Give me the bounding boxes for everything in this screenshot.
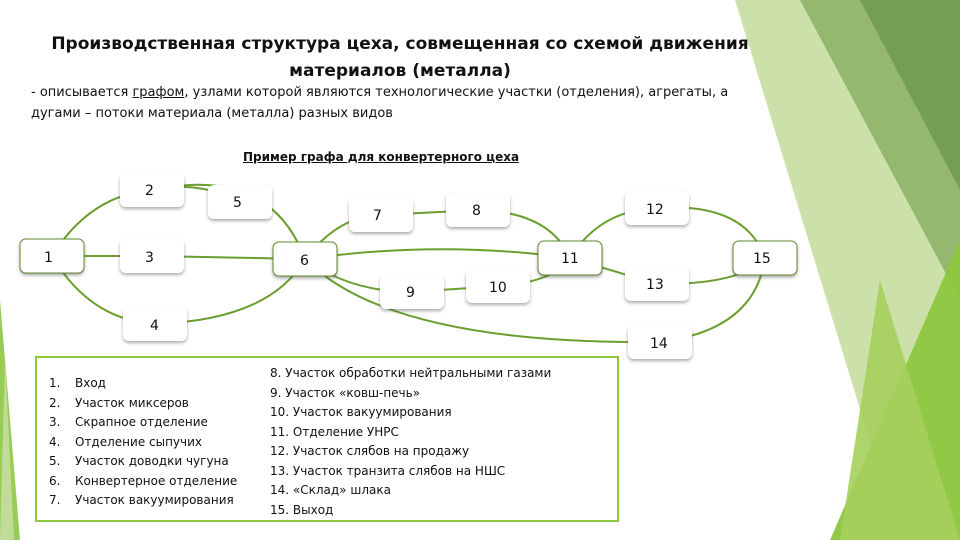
legend-list-right: 8. Участок обработки нейтральными газами… <box>270 364 551 520</box>
legend-item: 9. Участок «ковш-печь» <box>270 385 421 400</box>
node-6: 6 <box>272 241 338 277</box>
node-label-12: 12 <box>646 202 664 218</box>
node-11: 11 <box>537 240 603 276</box>
node-7: 7 <box>349 198 413 232</box>
deco-triangle-right-bottom2 <box>840 280 960 540</box>
legend-item: 2.Участок миксеров <box>49 395 189 410</box>
node-8: 8 <box>446 193 510 227</box>
legend-item: 8. Участок обработки нейтральными газами <box>270 366 552 380</box>
node-4: 4 <box>123 307 187 341</box>
deco-triangle-left2 <box>0 360 14 540</box>
page-title: Производственная структура цеха, совмеще… <box>51 34 749 81</box>
legend-item: 3.Скрапное отделение <box>49 415 208 429</box>
graph-link[interactable]: графом <box>132 85 185 100</box>
legend-box: 1.Вход 2.Участок миксеров 3.Скрапное отд… <box>35 356 619 522</box>
legend-item: 5.Участок доводки чугуна <box>49 454 229 468</box>
deco-triangle-right-dark <box>860 0 960 190</box>
legend-item: 11. Отделение УНРС <box>270 424 399 439</box>
node-label-4: 4 <box>150 318 159 334</box>
node-label-5: 5 <box>233 195 242 211</box>
node-label-13: 13 <box>646 277 664 293</box>
node-1: 1 <box>19 238 85 274</box>
node-label-8: 8 <box>472 203 481 219</box>
node-label-14: 14 <box>650 336 668 352</box>
node-10: 10 <box>466 269 530 303</box>
legend-item: 4.Отделение сыпучих <box>49 434 203 449</box>
intro-before: - описывается <box>31 85 133 100</box>
legend-item: 6.Конвертерное отделение <box>49 473 238 488</box>
legend-item: 10. Участок вакуумирования <box>270 405 452 419</box>
node-label-7: 7 <box>373 208 382 224</box>
legend-item: 15. Выход <box>270 502 334 517</box>
legend-item: 13. Участок транзита слябов на НШС <box>270 463 506 478</box>
legend-item: 1.Вход <box>49 376 106 390</box>
node-13: 13 <box>625 267 689 301</box>
legend-item: 12. Участок слябов на продажу <box>270 444 470 458</box>
graph-subtitle: Пример графа для конвертерного цеха <box>243 150 520 164</box>
node-12: 12 <box>625 191 689 225</box>
node-5: 5 <box>208 185 272 219</box>
node-2: 2 <box>120 173 184 207</box>
edge-6-14 <box>304 258 661 344</box>
node-9: 9 <box>380 275 444 309</box>
node-label-6: 6 <box>300 253 309 269</box>
edge-6-11 <box>304 248 571 260</box>
intro-text: - описывается графом, узлами которой явл… <box>31 82 731 124</box>
intro-after: , узлами которой являются технологически… <box>31 85 729 121</box>
node-15: 15 <box>732 240 798 276</box>
legend-list-left: 1.Вход 2.Участок миксеров 3.Скрапное отд… <box>49 374 237 511</box>
node-label-9: 9 <box>406 285 415 301</box>
node-label-1: 1 <box>44 250 53 266</box>
legend-item: 7.Участок вакуумирования <box>49 493 234 507</box>
node-3: 3 <box>120 239 184 273</box>
node-label-2: 2 <box>145 183 154 199</box>
legend-item: 14. «Склад» шлака <box>270 483 391 497</box>
node-label-11: 11 <box>561 251 579 267</box>
node-14: 14 <box>628 325 692 359</box>
node-label-15: 15 <box>753 251 771 267</box>
node-label-3: 3 <box>145 250 154 266</box>
node-label-10: 10 <box>489 280 507 296</box>
